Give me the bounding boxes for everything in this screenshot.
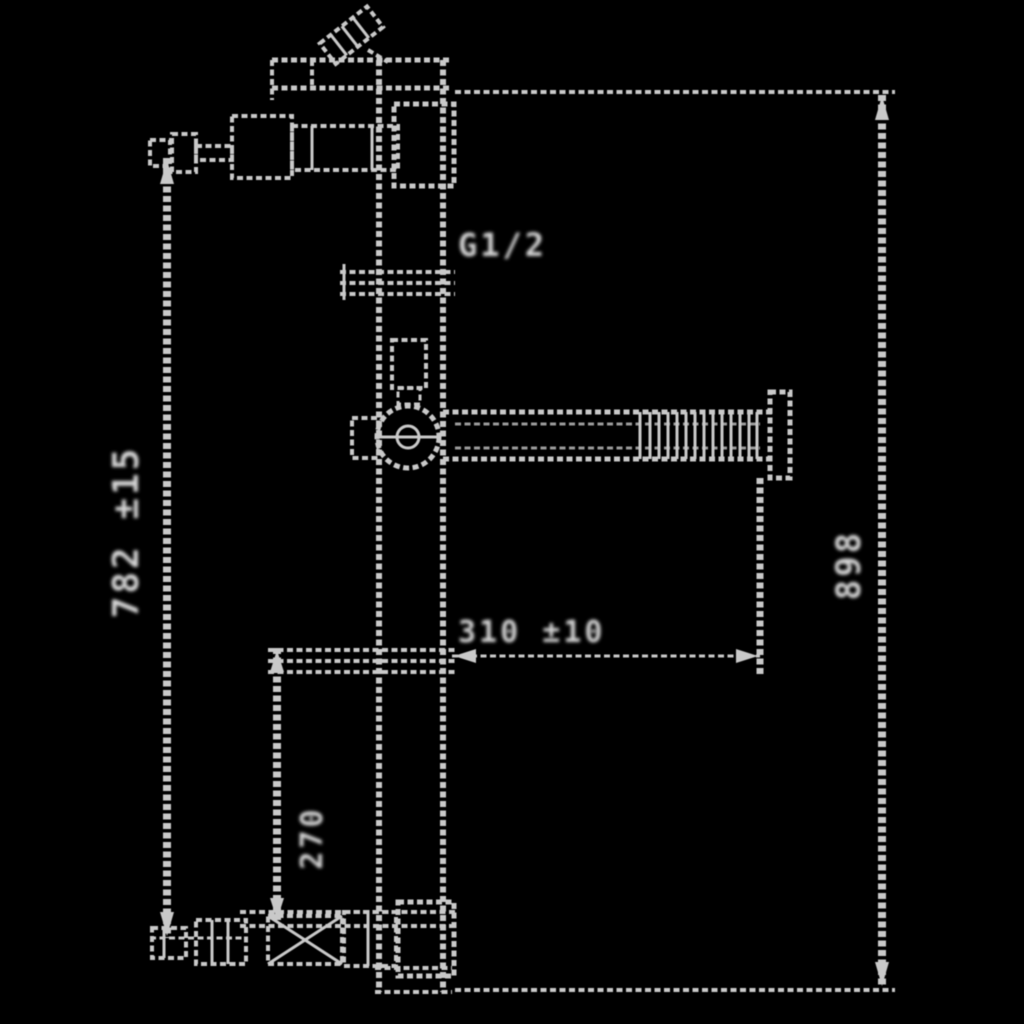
label-lower-section: 270 [295,806,330,869]
shower-arm-tip [316,3,386,67]
dimension-spout [452,478,764,676]
dimension-left-column [150,158,242,940]
riser-column [270,57,452,992]
spout-thread-hatch [648,412,759,459]
label-thread-top: G1/2 [458,226,547,264]
dimension-overall-right [455,90,895,992]
spout [443,389,793,481]
arm-joint-line [366,48,390,64]
pipe-union-upper [340,264,455,300]
label-column-height: 782 ±15 [106,446,147,619]
mixer-valve-body [350,403,442,471]
dimension-lower-left [270,648,284,922]
label-overall-height: 898 [829,530,869,600]
wall-union-top [148,101,457,189]
wall-union-bottom [150,899,457,994]
spout-flange [767,389,793,481]
pipe-union-lower [268,648,455,674]
label-spout-length: 310 ±10 [458,615,605,650]
